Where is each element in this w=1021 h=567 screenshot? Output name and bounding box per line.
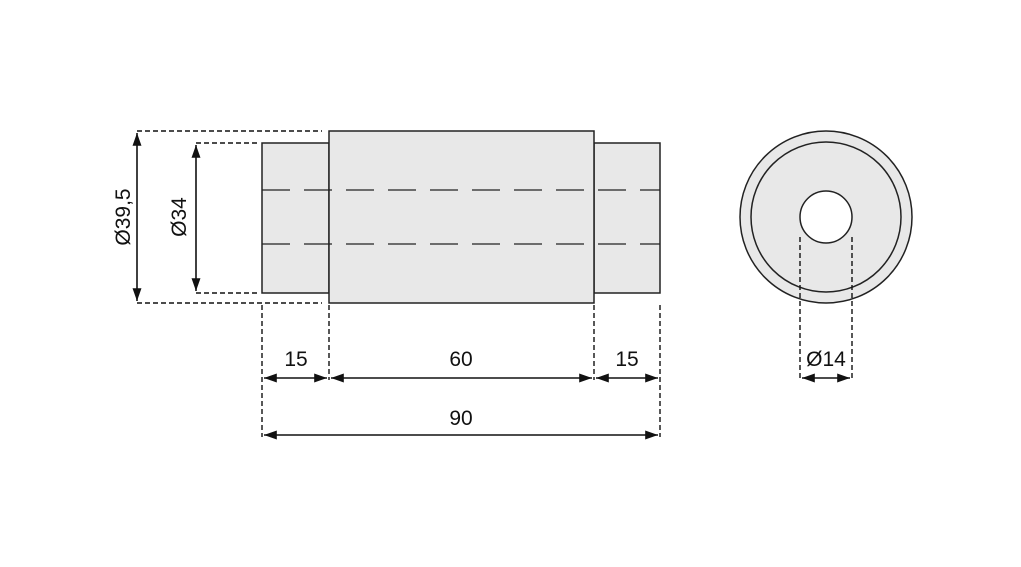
right-length-label: 15: [615, 348, 638, 371]
sleeve-diameter-label: Ø34: [168, 197, 191, 237]
middle-length-label: 60: [449, 348, 472, 371]
end-view: Ø14: [739, 130, 913, 383]
length-dimensions: 15 60 15 90: [261, 305, 661, 440]
diameter-dimensions: Ø39,5 Ø34: [112, 130, 322, 304]
outer-diameter-label: Ø39,5: [112, 188, 135, 245]
bore-diameter-label: Ø14: [806, 348, 846, 371]
sleeve-circle: [750, 141, 902, 293]
middle-body: [328, 130, 595, 304]
side-view: [261, 130, 661, 304]
right-sleeve: [593, 142, 661, 294]
left-length-label: 15: [284, 348, 307, 371]
left-sleeve: [261, 142, 330, 294]
total-length-label: 90: [449, 407, 472, 430]
bore-hole: [799, 190, 853, 244]
